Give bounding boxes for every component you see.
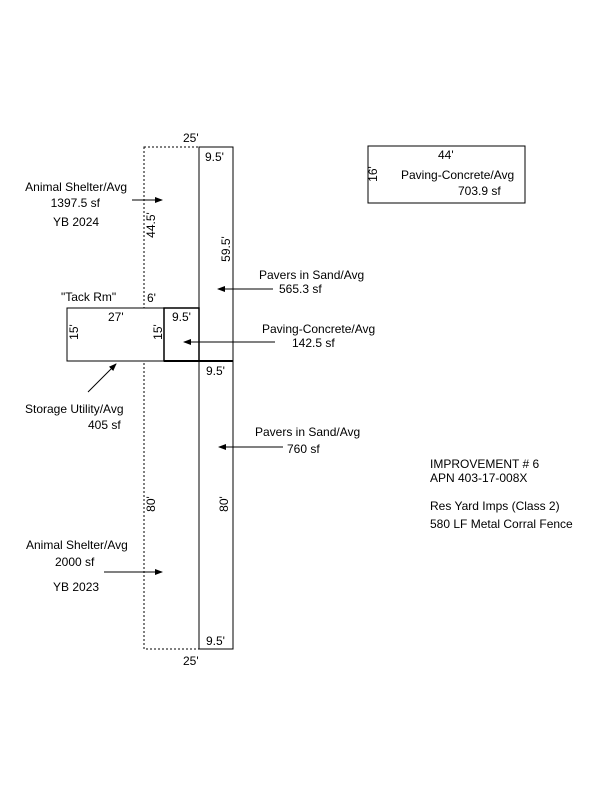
label-pavers-upper-area: 565.3 sf [279,282,322,296]
dim-bottom-width: 25' [183,654,199,668]
dim-paving-large-width: 44' [438,148,454,162]
improvement-class: Res Yard Imps (Class 2) [430,499,560,513]
label-shelter-lower-area: 2000 sf [55,555,95,569]
improvement-apn: APN 403-17-008X [430,471,528,485]
dim-paving-small-height: 15' [151,324,165,340]
label-storage-name: Storage Utility/Avg [25,402,124,416]
dim-tack-room-height: 15' [67,324,81,340]
label-pavers-lower-name: Pavers in Sand/Avg [255,425,361,439]
label-pavers-lower-area: 760 sf [287,442,320,456]
dim-bottom-strip-width: 9.5' [206,634,225,648]
arrow-storage [87,363,117,393]
label-shelter-lower-name: Animal Shelter/Avg [26,538,128,552]
dim-lower-shelter-height: 80' [144,496,158,512]
label-pavers-upper-name: Pavers in Sand/Avg [259,268,365,282]
dim-lower-pavers-height: 80' [217,496,231,512]
improvement-title: IMPROVEMENT # 6 [430,457,540,471]
dim-paving-large-height: 16' [366,166,380,182]
dim-top-width: 25' [183,131,199,145]
paving-concrete-large-outline [367,145,526,204]
dim-tack-room-width: 27' [108,310,124,324]
storage-utility-outline [66,307,165,362]
label-paving-large-name: Paving-Concrete/Avg [401,168,515,182]
dim-upper-shelter-height: 44.5' [144,212,158,238]
label-shelter-upper-year: YB 2024 [53,215,100,229]
label-paving-large-area: 703.9 sf [458,184,501,198]
label-storage-area: 405 sf [88,418,121,432]
improvement-fence: 580 LF Metal Corral Fence [430,517,573,531]
label-paving-small-name: Paving-Concrete/Avg [262,322,376,336]
label-shelter-upper-area: 1397.5 sf [50,196,100,210]
dim-upper-pavers-height: 59.5' [219,236,233,262]
dim-mid-strip-width: 9.5' [206,364,225,378]
label-shelter-upper-name: Animal Shelter/Avg [25,180,127,194]
label-shelter-lower-year: YB 2023 [53,580,100,594]
paving-concrete-small-outline [163,307,200,362]
dim-paving-small-width: 9.5' [172,310,191,324]
dim-tack-room-gap: 6' [147,291,156,305]
label-tack-room: "Tack Rm" [61,290,117,304]
label-paving-small-area: 142.5 sf [292,336,335,350]
dim-top-strip-width: 9.5' [205,150,224,164]
